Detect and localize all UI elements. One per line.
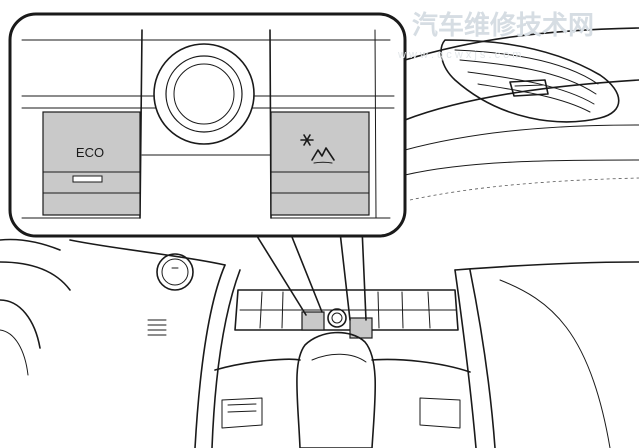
console-knob bbox=[327, 308, 347, 328]
console-button-bank bbox=[234, 289, 459, 339]
callout-leaders bbox=[251, 227, 367, 321]
watermark: 汽车维修技术网 w w w . q c w x j s . c o m bbox=[397, 10, 594, 61]
side-vent-slats bbox=[147, 319, 167, 336]
snow-mode-button bbox=[270, 111, 370, 216]
callout-box: ECO bbox=[8, 12, 407, 238]
engine-start-button bbox=[156, 253, 194, 291]
gear-shifter bbox=[296, 331, 377, 448]
eco-label: ECO bbox=[76, 145, 104, 160]
rotary-knob bbox=[141, 43, 271, 156]
watermark-title: 汽车维修技术网 bbox=[412, 10, 594, 40]
dashboard-scene bbox=[0, 27, 639, 448]
eco-indicator-light bbox=[72, 175, 103, 183]
watermark-url: w w w . q c w x j s . c o m bbox=[397, 49, 521, 61]
snowflake-mountain-icon bbox=[300, 134, 335, 164]
eco-button: ECO bbox=[42, 111, 141, 216]
console-eco-button bbox=[301, 311, 325, 331]
air-vent bbox=[440, 39, 620, 123]
